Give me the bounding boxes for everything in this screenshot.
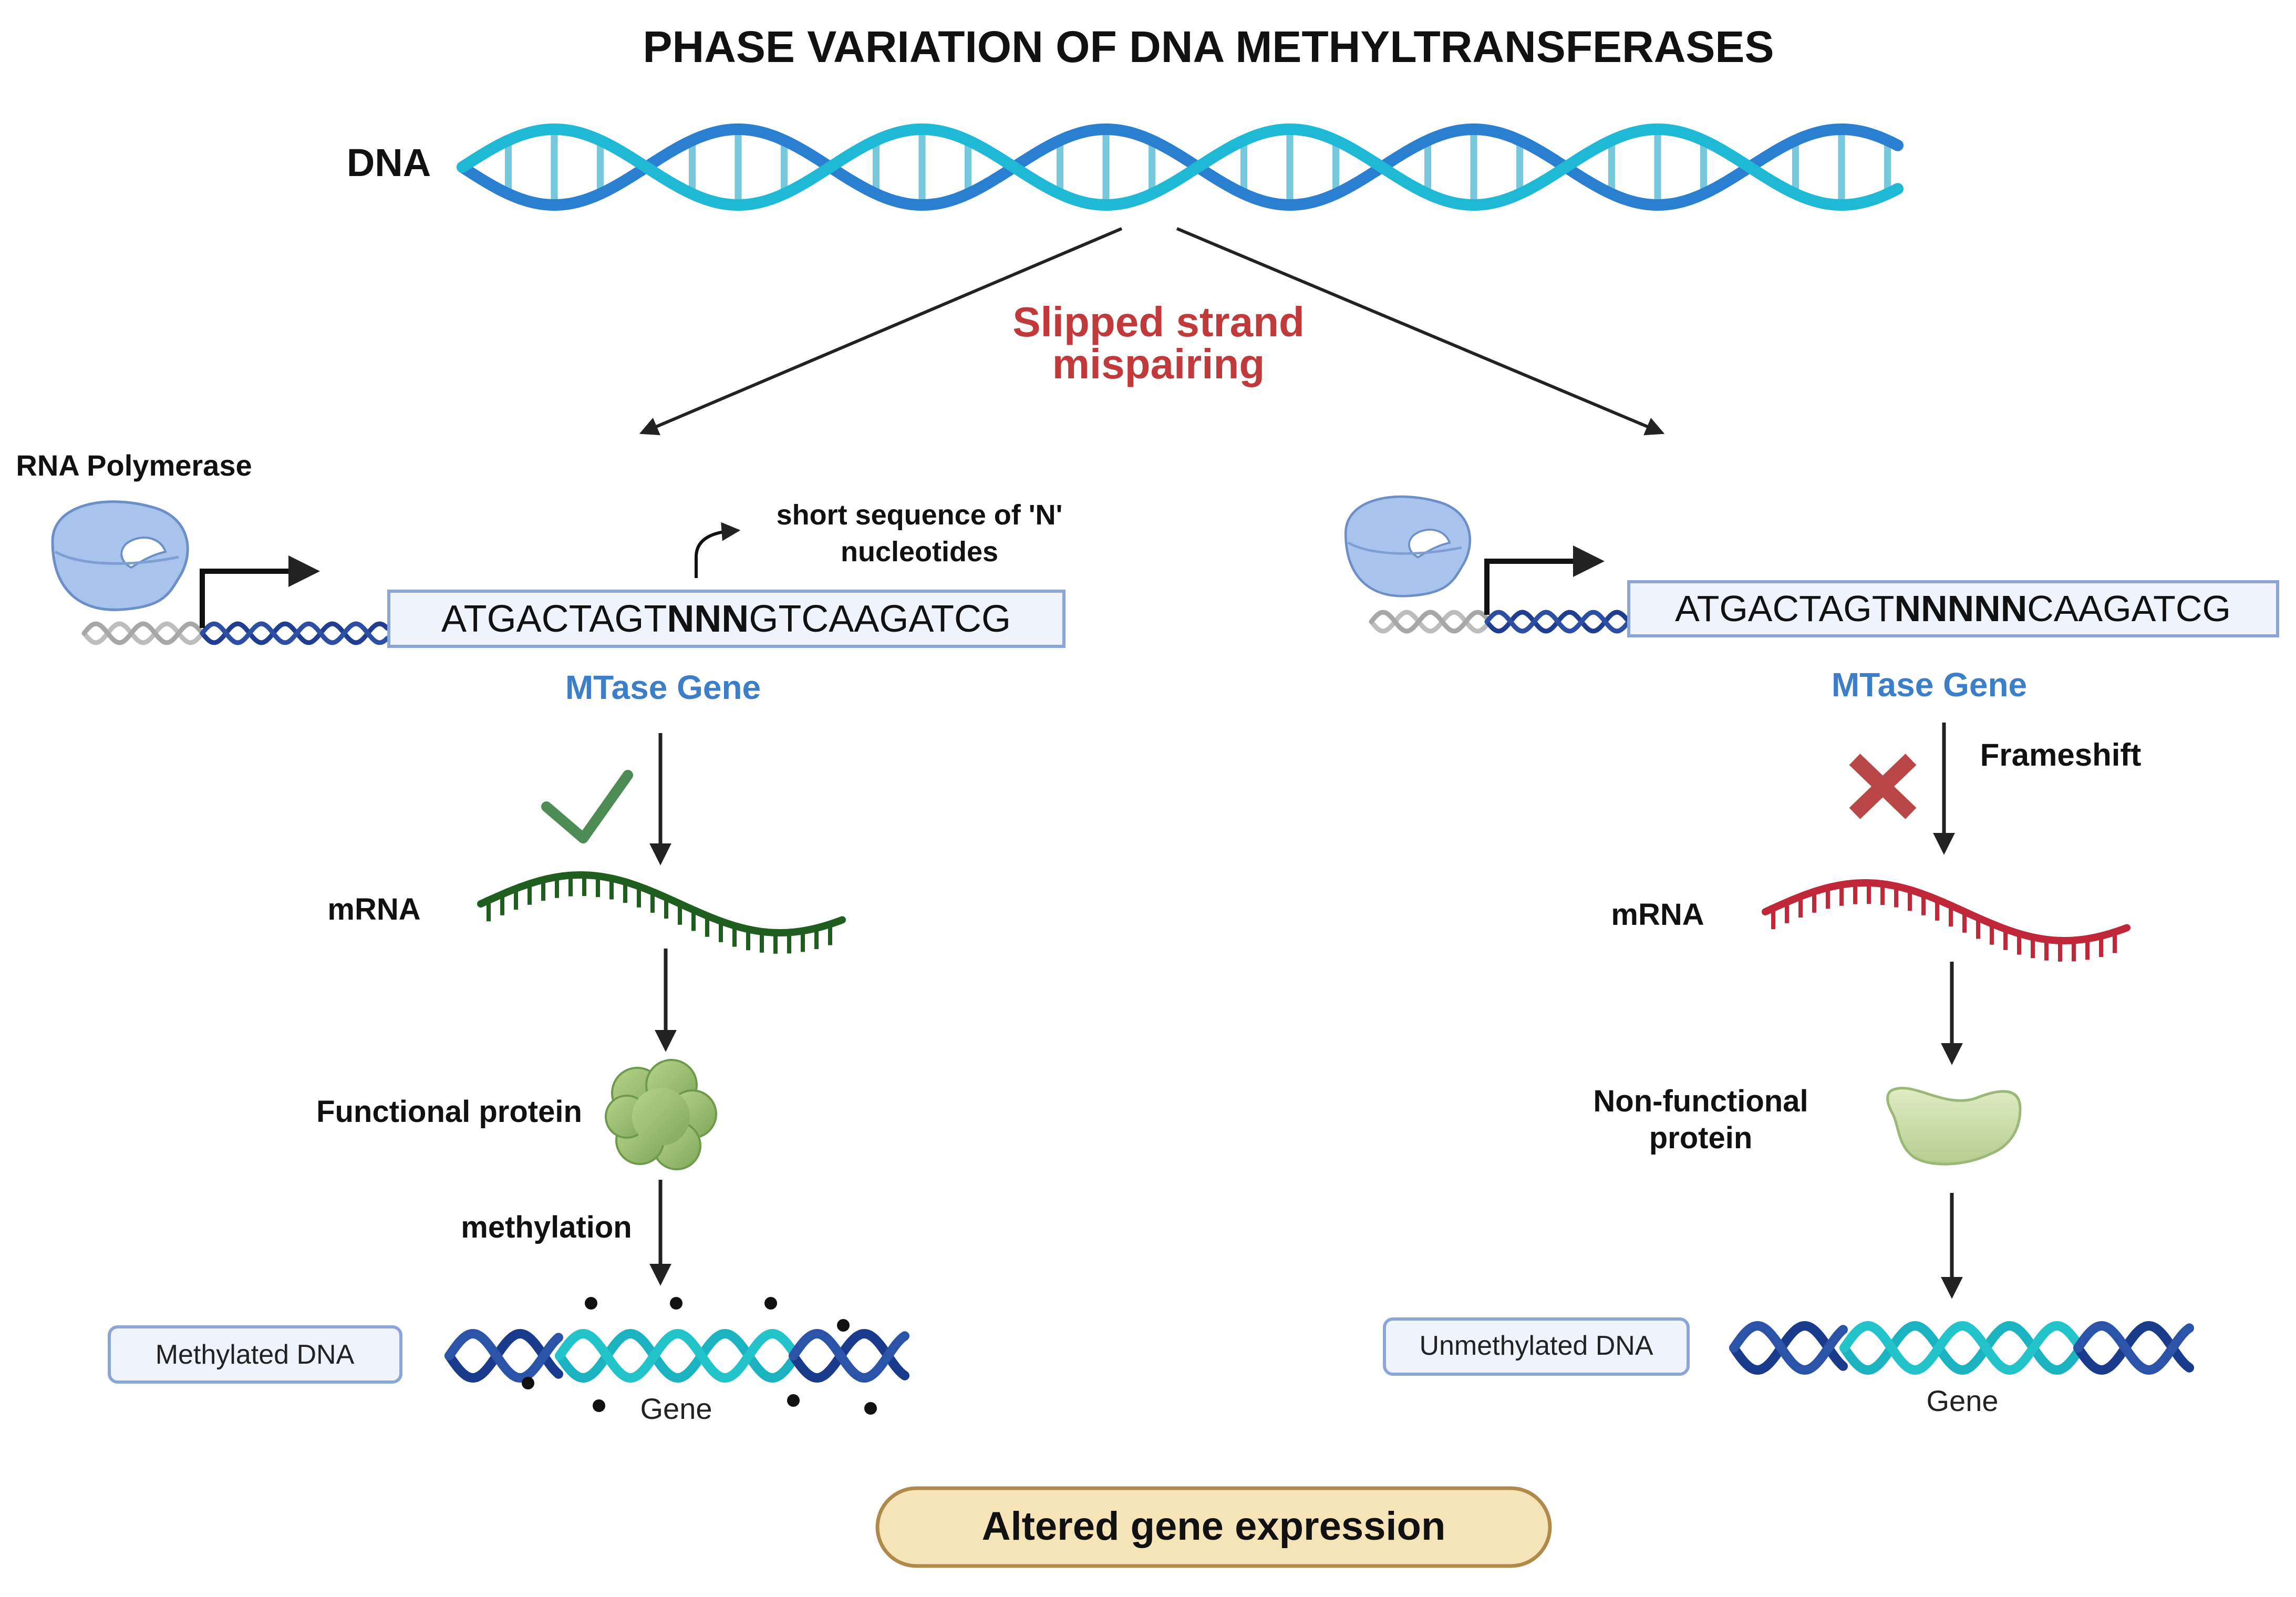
promoter-dna bbox=[81, 621, 390, 645]
sequence-repeat: NNNNN bbox=[1895, 588, 2028, 629]
functional-protein-icon bbox=[605, 1059, 717, 1170]
dna-strand bbox=[200, 621, 390, 645]
dna-strand bbox=[1729, 1321, 1848, 1375]
sequence-prefix: ATGACTAGT bbox=[1675, 588, 1894, 629]
dna-strand bbox=[81, 621, 204, 645]
methylation-label: methylation bbox=[461, 1210, 632, 1244]
methylated-dna-box bbox=[108, 1325, 402, 1384]
non-functional-protein-icon bbox=[1886, 1087, 2022, 1166]
promoter-dna bbox=[1369, 610, 1630, 634]
altered-expression-box bbox=[875, 1486, 1552, 1568]
frameshift-label: Frameshift bbox=[1980, 737, 2142, 772]
short-sequence-label-2: nucleotides bbox=[841, 536, 998, 568]
sequence-repeat: NNN bbox=[667, 598, 749, 640]
transcription-start-arrow bbox=[1484, 545, 1605, 615]
functional-protein-label: Functional protein bbox=[316, 1095, 582, 1129]
dna-strand bbox=[1839, 1321, 2082, 1375]
mrna-strand bbox=[477, 871, 846, 954]
methylated-dna-label: Methylated DNA bbox=[156, 1340, 355, 1370]
dna-strand bbox=[200, 621, 390, 645]
rna-polymerase-icon bbox=[51, 500, 189, 611]
diagram-title: PHASE VARIATION OF DNA METHYLTRANSFERASE… bbox=[643, 22, 1774, 71]
callout-arrow bbox=[695, 522, 741, 578]
slipped-strand-label-2: mispairing bbox=[1052, 341, 1265, 387]
sequence-box bbox=[1627, 580, 2279, 637]
dna-strand bbox=[444, 1328, 563, 1383]
slipped-strand-label: Slipped strand bbox=[1012, 298, 1305, 345]
sequence-text: ATGACTAGTNNNGTCAAGATCG bbox=[441, 598, 1011, 640]
rna-polymerase-label: RNA Polymerase bbox=[16, 449, 252, 482]
arrow-left-branch bbox=[639, 227, 1123, 436]
sequence-prefix: ATGACTAGT bbox=[441, 598, 667, 640]
unmethylated-dna-label: Unmethylated DNA bbox=[1419, 1331, 1653, 1361]
sequence-suffix: GTCAAGATCG bbox=[749, 598, 1011, 640]
dna-label: DNA bbox=[347, 141, 431, 184]
gene-dna-helix bbox=[1729, 1321, 2194, 1375]
mrna-label: mRNA bbox=[327, 892, 420, 926]
altered-expression-label: Altered gene expression bbox=[982, 1504, 1446, 1549]
dna-strand bbox=[457, 123, 1904, 211]
check-icon bbox=[541, 770, 633, 843]
non-functional-protein-label-2: protein bbox=[1649, 1121, 1753, 1155]
gene-caption: Gene bbox=[640, 1392, 712, 1425]
dna-strand bbox=[1839, 1321, 2082, 1375]
mrna-strand bbox=[1762, 879, 2130, 962]
sequence-box bbox=[387, 590, 1066, 648]
dna-strand bbox=[1484, 610, 1630, 634]
dna-strand bbox=[1369, 610, 1490, 634]
methyl-groups bbox=[522, 1297, 877, 1415]
dna-strand bbox=[555, 1328, 798, 1383]
arrow-right-branch bbox=[1176, 227, 1665, 436]
mrna-backbone bbox=[1762, 879, 2130, 944]
sequence-text: ATGACTAGTNNNNNCAAGATCG bbox=[1675, 588, 2231, 629]
transcription-start-arrow bbox=[200, 555, 320, 628]
dna-helix bbox=[457, 123, 1904, 211]
dna-strand bbox=[789, 1328, 909, 1383]
gene-dna-helix bbox=[444, 1328, 909, 1383]
rna-polymerase-icon bbox=[1344, 495, 1472, 597]
dna-strand bbox=[1369, 610, 1490, 634]
mrna-backbone bbox=[477, 871, 846, 936]
dna-strand bbox=[444, 1328, 563, 1383]
dna-strand bbox=[555, 1328, 798, 1383]
mtase-gene-label: MTase Gene bbox=[1832, 666, 2027, 704]
dna-strand bbox=[457, 123, 1904, 211]
mrna-label: mRNA bbox=[1611, 898, 1704, 932]
dna-strand bbox=[1729, 1321, 1848, 1375]
sequence-suffix: CAAGATCG bbox=[2027, 588, 2231, 629]
gene-caption: Gene bbox=[1927, 1384, 1999, 1417]
short-sequence-label: short sequence of 'N' bbox=[777, 499, 1063, 531]
cross-icon bbox=[1849, 754, 1917, 819]
mtase-gene-label: MTase Gene bbox=[565, 668, 761, 706]
dna-strand bbox=[2073, 1321, 2194, 1375]
dna-strand bbox=[81, 621, 204, 645]
non-functional-protein-label: Non-functional bbox=[1593, 1084, 1808, 1118]
unmethylated-dna-box bbox=[1383, 1317, 1690, 1376]
